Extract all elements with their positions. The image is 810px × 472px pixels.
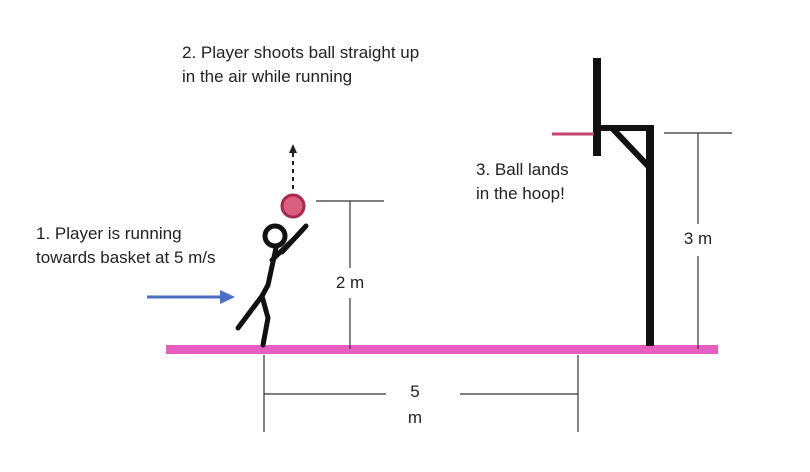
ball-trajectory-arrow [289,144,297,193]
player-head [262,223,288,249]
step1-annotation: 1. Player is running towards basket at 5… [36,224,216,267]
step3-annotation: 3. Ball lands in the hoop! [476,160,569,203]
basketball-hoop [552,58,654,346]
ball-height-dimension [316,200,384,349]
player-arms [269,223,309,263]
distance-unit-label: m [407,408,423,427]
ball-height-label: 2 m [335,273,365,292]
hoop-brace [609,125,653,171]
hoop-height-label: 3 m [683,229,713,248]
player-back-leg [259,293,271,348]
running-direction-arrow [147,290,235,304]
distance-number-label: 5 [410,382,420,401]
ground-line [166,345,718,354]
step2-annotation: 2. Player shoots ball straight up in the… [182,43,420,86]
basketball [280,193,306,219]
stick-figure-player [235,223,309,348]
hoop-height-dimension [664,132,732,349]
player-front-leg [235,293,265,331]
distance-dimension [263,355,579,432]
